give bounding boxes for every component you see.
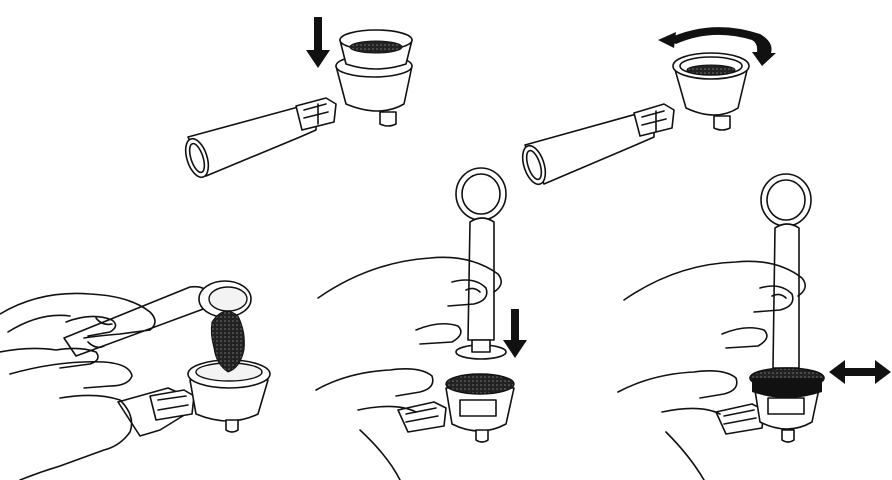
step-lock-filter [518,27,776,187]
step-tamp-level [618,174,891,480]
portafilter [181,55,412,180]
tamper [750,174,824,398]
down-arrow-icon [503,309,527,358]
step-fill-coffee [0,281,270,480]
down-arrow-icon [306,17,330,68]
portafilter [118,360,270,436]
step-insert-filter [181,17,412,180]
step-press-tamper [316,168,527,480]
portafilter [518,66,748,187]
portafilter [398,374,514,442]
tamper [456,168,506,359]
filter-basket [673,53,749,79]
filter-basket [340,30,412,69]
left-right-arrow-icon [829,360,891,384]
